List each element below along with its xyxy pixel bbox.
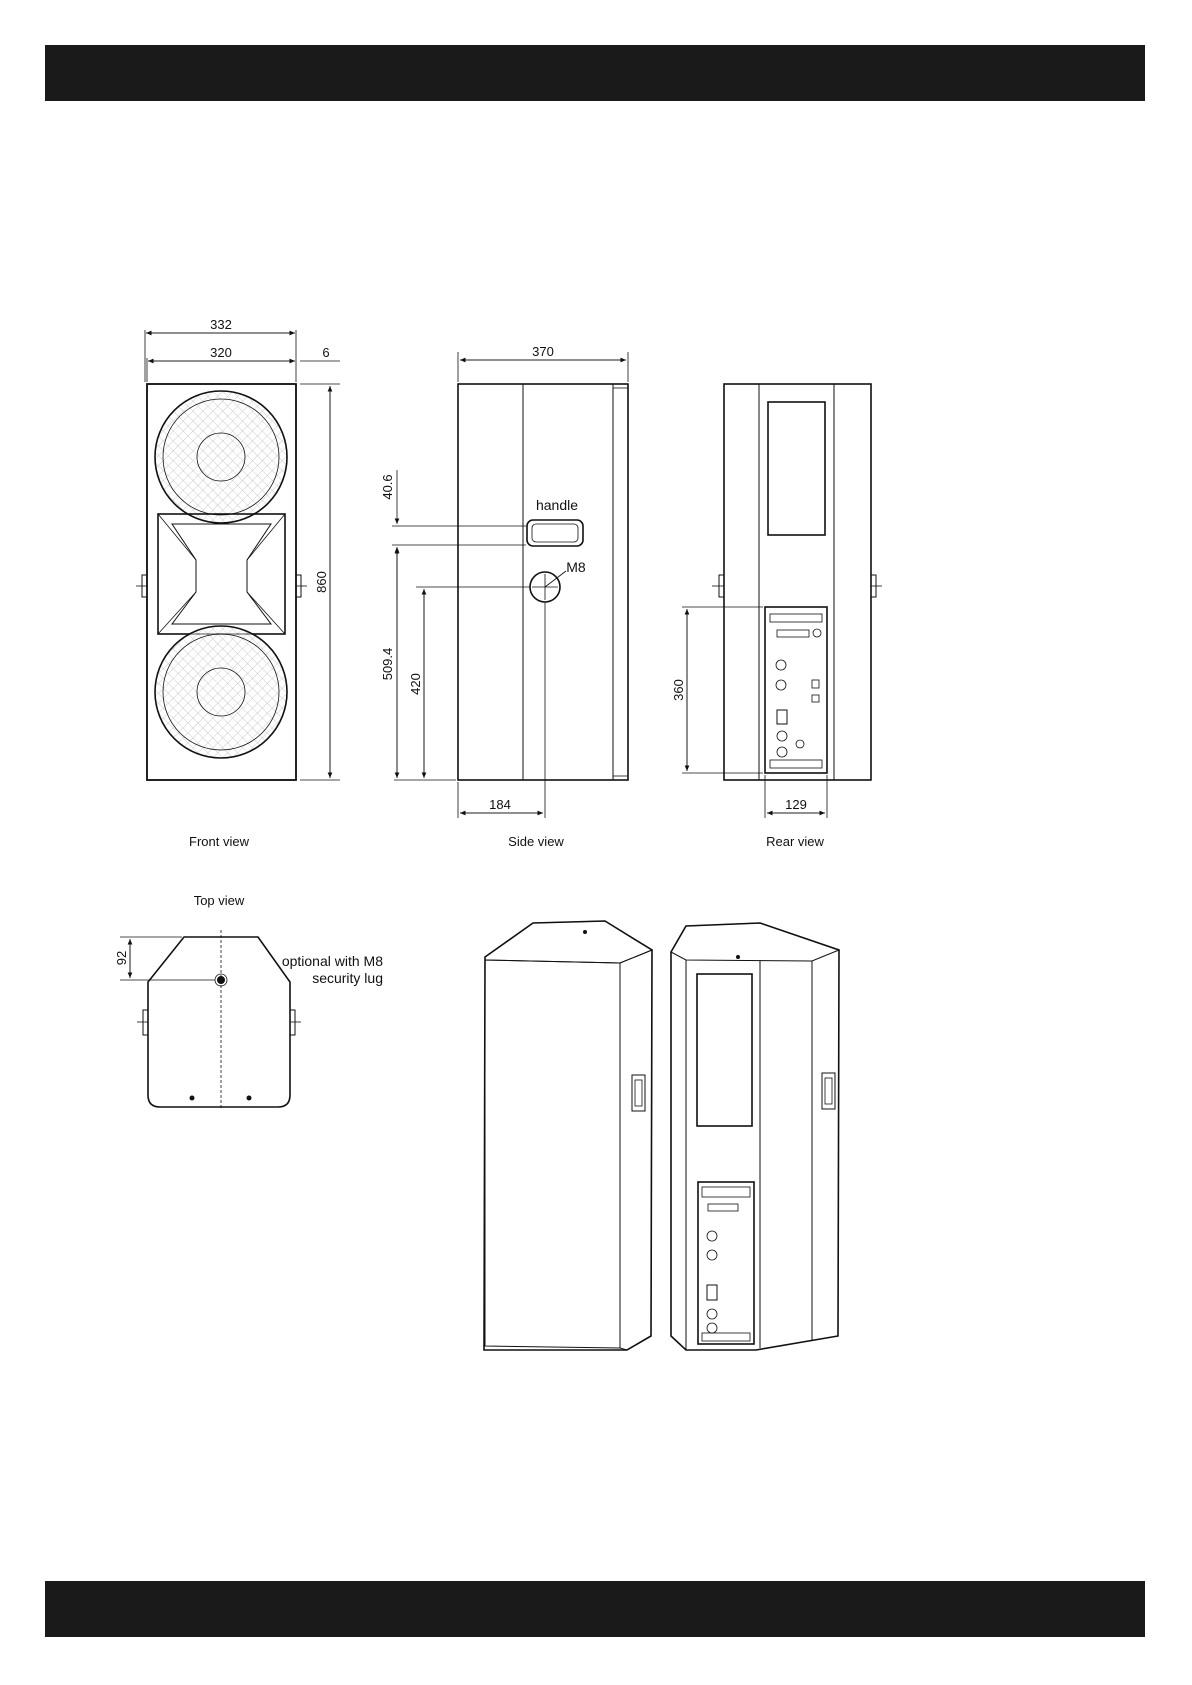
lug-note-line2: security lug bbox=[312, 970, 383, 986]
front-inner-width-label: 320 bbox=[210, 345, 232, 360]
top-lug-offset-label: 92 bbox=[114, 951, 129, 965]
height-label: 860 bbox=[314, 571, 329, 593]
m8-position-label: 420 bbox=[408, 673, 423, 695]
rear-panel-height-label: 360 bbox=[671, 679, 686, 701]
m8-label: M8 bbox=[566, 559, 586, 575]
side-view: handle M8 370 40.6 509.4 420 bbox=[380, 344, 628, 849]
perspective-rear bbox=[671, 923, 839, 1350]
front-view: 332 320 6 860 Front view bbox=[136, 317, 340, 849]
rear-view: 360 129 Rear view bbox=[671, 384, 882, 849]
lug-note-line1: optional with M8 bbox=[282, 953, 383, 969]
side-view-caption: Side view bbox=[508, 834, 564, 849]
top-view-caption: Top view bbox=[194, 893, 245, 908]
rear-view-caption: Rear view bbox=[766, 834, 824, 849]
handle-position-label: 509.4 bbox=[380, 648, 395, 681]
handle-height-label: 40.6 bbox=[380, 474, 395, 499]
front-side-offset-label: 6 bbox=[322, 345, 329, 360]
front-total-width-label: 332 bbox=[210, 317, 232, 332]
perspective-front bbox=[484, 921, 652, 1350]
m8-depth-label: 184 bbox=[489, 797, 511, 812]
top-view: Top view 92 optional with M8 security lu… bbox=[114, 893, 383, 1110]
handle-label: handle bbox=[536, 497, 578, 513]
front-view-caption: Front view bbox=[189, 834, 250, 849]
rear-panel-width-label: 129 bbox=[785, 797, 807, 812]
side-depth-label: 370 bbox=[532, 344, 554, 359]
